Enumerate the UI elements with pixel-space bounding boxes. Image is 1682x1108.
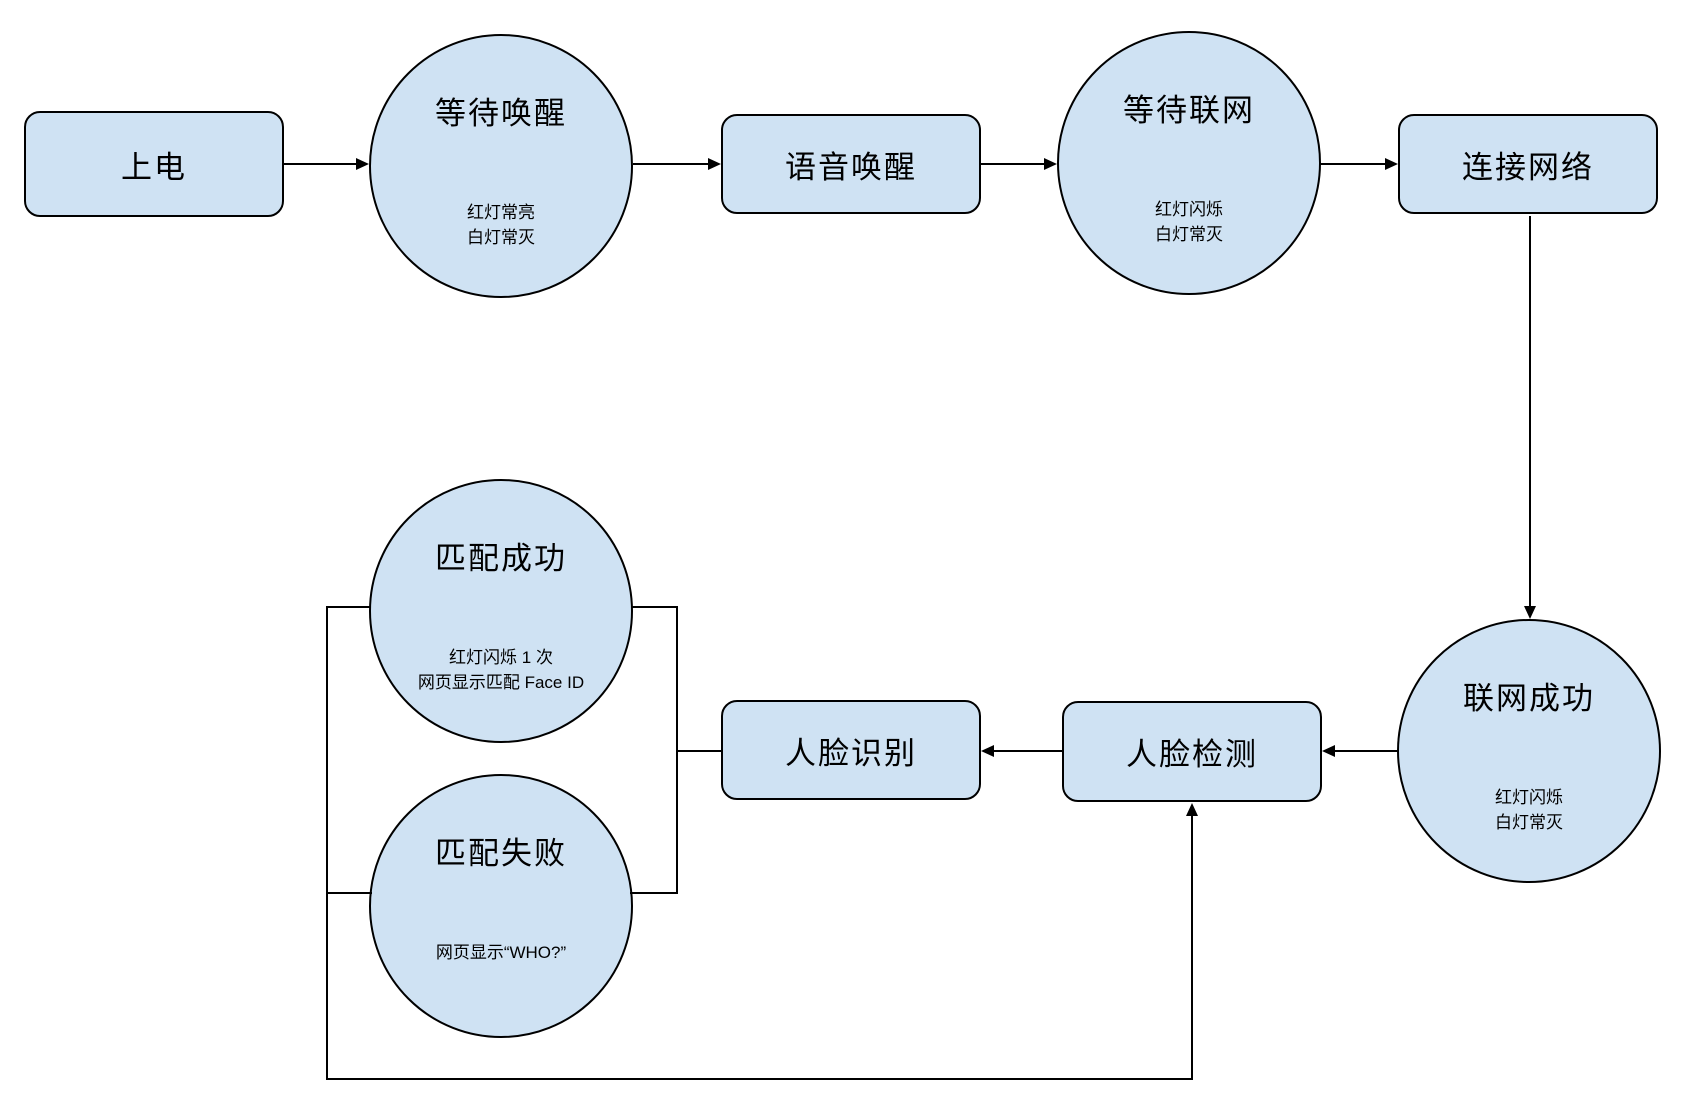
node-wait-wake: 等待唤醒 红灯常亮 白灯常灭 [369,34,633,298]
node-face-recognize-label: 人脸识别 [785,735,917,771]
node-network-success: 联网成功 红灯闪烁 白灯常灭 [1397,619,1661,883]
edge-power-to-wake-line [284,163,356,165]
bracket-left-match-success-line [327,606,370,608]
node-match-success-subtext: 红灯闪烁 1 次 网页显示匹配 Face ID [417,648,585,692]
edge-waitnet-to-connect-arrowhead [1385,158,1398,170]
node-connect-network-label: 连接网络 [1462,149,1594,185]
bracket-right-to-match-fail-line [630,892,677,894]
node-face-detect: 人脸检测 [1062,701,1322,802]
node-face-detect-label: 人脸检测 [1126,737,1258,772]
edge-wake-to-voice-line [633,163,708,165]
node-match-fail-subtext: 网页显示“WHO?” [435,943,567,962]
loop-up-line [1191,816,1193,1080]
edge-connect-to-netok-line [1529,216,1531,606]
node-match-fail-label: 匹配失败 [435,836,567,871]
node-connect-network: 连接网络 [1398,114,1658,214]
node-wait-wake-label: 等待唤醒 [435,96,567,131]
edge-recognize-stub-line [677,750,721,752]
edge-waitnet-to-connect-line [1320,163,1385,165]
node-face-recognize: 人脸识别 [721,700,981,800]
node-match-fail: 匹配失败 网页显示“WHO?” [369,774,633,1038]
edge-netok-to-detect-arrowhead [1322,745,1335,757]
node-match-success-label: 匹配成功 [435,541,567,576]
node-wait-network: 等待联网 红灯闪烁 白灯常灭 [1057,31,1321,295]
node-match-success: 匹配成功 红灯闪烁 1 次 网页显示匹配 Face ID [369,479,633,743]
edge-wake-to-voice-arrowhead [708,158,721,170]
edge-power-to-wake-arrowhead [356,158,369,170]
edge-voice-to-waitnet-line [981,163,1044,165]
edge-connect-to-netok-arrowhead [1524,606,1536,619]
edge-netok-to-detect-line [1335,750,1397,752]
edge-voice-to-waitnet-arrowhead [1044,158,1057,170]
node-power-on-label: 上电 [121,149,187,185]
node-voice-wake: 语音唤醒 [721,114,981,214]
loop-bottom-line [326,1078,1193,1080]
node-wait-wake-subtext: 红灯常亮 白灯常灭 [467,203,535,247]
bracket-right-to-match-success-line [632,606,677,608]
bracket-left-match-fail-line [327,892,372,894]
node-network-success-subtext: 红灯闪烁 白灯常灭 [1495,788,1563,832]
node-network-success-label: 联网成功 [1463,681,1595,716]
node-power-on: 上电 [24,111,284,217]
node-wait-network-subtext: 红灯闪烁 白灯常灭 [1155,200,1223,244]
edge-detect-to-recognize-arrowhead [981,745,994,757]
loop-to-detect-arrowhead [1186,803,1198,816]
bracket-right-vertical-line [676,606,678,894]
edge-detect-to-recognize-line [994,750,1062,752]
node-voice-wake-label: 语音唤醒 [785,149,917,185]
node-wait-network-label: 等待联网 [1123,93,1255,128]
loop-left-vertical-line [326,606,328,1080]
